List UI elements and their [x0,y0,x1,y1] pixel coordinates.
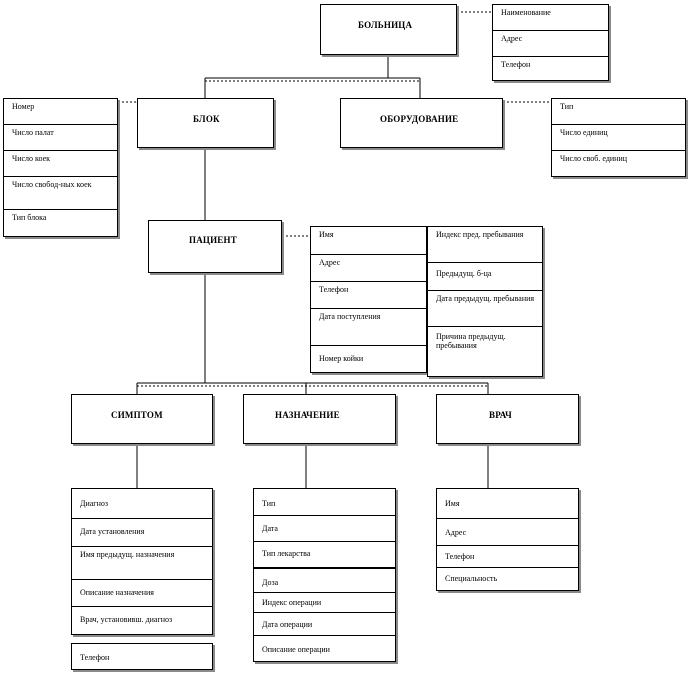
attr-assignment-operation-index: Индекс операции [254,593,395,613]
attrs-doctor: Имя Адрес Телефон Специальность [436,488,579,591]
entity-symptom-label: СИМПТОМ [111,410,163,420]
entity-symptom[interactable]: СИМПТОМ [71,394,213,444]
attr-doctor-specialty: Специальность [445,574,498,583]
attr-patient-prev-reason: Причина предыдущ. пребывания [436,332,506,350]
attr-symptom-doctor: Врач, установивш. диагноз [80,615,173,624]
attr-equipment-type: Тип [552,99,685,125]
entity-assignment-label: НАЗНАЧЕНИЕ [275,410,340,420]
attr-patient-prev-date: Дата предыдущ. пребывания [428,291,542,327]
attr-symptom-assignment-desc: Описание назначения [72,580,212,607]
attr-patient-address: Адрес [311,255,426,282]
attr-block-free-beds: Число свобод-ных коек [4,177,117,210]
attr-equipment-free-units: Число своб. единиц [560,154,628,163]
entity-patient[interactable]: ПАЦИЕНТ [148,220,282,273]
attr-hospital-address: Адрес [493,31,608,57]
entity-doctor[interactable]: ВРАЧ [436,394,579,444]
attr-assignment-drug-type: Тип лекарства [254,542,395,568]
attrs-patient-prev: Индекс пред. пребывания Предыдущ. б-ца Д… [427,226,543,377]
attrs-symptom-extra: Телефон [71,643,213,670]
attr-doctor-phone: Телефон [437,546,578,568]
attr-patient-admission-date: Дата поступления [311,309,426,346]
attr-symptom-date: Дата установления [72,519,212,547]
attrs-block: Номер Число палат Число коек Число свобо… [3,98,118,237]
attr-doctor-address: Адрес [437,519,578,546]
attr-patient-name: Имя [311,227,426,255]
entity-hospital[interactable]: БОЛЬНИЦА [320,4,457,55]
attr-patient-prev-index: Индекс пред. пребывания [428,227,542,263]
attr-patient-bed-number: Номер койки [319,354,364,363]
attr-assignment-operation-date: Дата операции [254,613,395,636]
entity-equipment[interactable]: ОБОРУДОВАНИЕ [340,98,503,148]
entity-assignment[interactable]: НАЗНАЧЕНИЕ [243,394,396,444]
attr-assignment-dose: Доза [254,568,395,593]
attr-equipment-units: Число единиц [552,125,685,151]
attr-symptom-diagnosis: Диагноз [72,489,212,519]
entity-doctor-label: ВРАЧ [489,410,512,420]
attr-doctor-name: Имя [437,489,578,519]
attrs-patient-main: Имя Адрес Телефон Дата поступления Номер… [310,226,427,373]
attrs-equipment: Тип Число единиц Число своб. единиц [551,98,686,177]
attrs-assignment: Тип Дата Тип лекарства Доза Индекс опера… [253,488,396,662]
attr-block-type: Тип блока [12,213,47,222]
attr-hospital-phone: Телефон [501,60,531,69]
attr-symptom-phone: Телефон [80,653,110,662]
attrs-symptom: Диагноз Дата установления Имя предыдущ. … [71,488,213,635]
entity-hospital-label: БОЛЬНИЦА [358,20,413,30]
entity-block-label: БЛОК [193,114,220,124]
attr-hospital-name: Наименование [493,5,608,31]
entity-equipment-label: ОБОРУДОВАНИЕ [380,114,459,124]
attr-block-number: Номер [4,99,117,125]
entity-patient-label: ПАЦИЕНТ [189,235,237,245]
attrs-hospital: Наименование Адрес Телефон [492,4,609,81]
attr-block-wards: Число палат [4,125,117,151]
attr-assignment-operation-desc: Описание операции [262,645,330,654]
attr-block-beds: Число коек [4,151,117,177]
attr-assignment-date: Дата [254,516,395,542]
attr-patient-prev-hospital: Предыдущ. б-ца [428,263,542,291]
attr-assignment-type: Тип [254,489,395,516]
attr-patient-phone: Телефон [311,282,426,309]
entity-block[interactable]: БЛОК [137,98,274,148]
attr-symptom-prev-assignment: Имя предыдущ. назначения [72,547,212,580]
